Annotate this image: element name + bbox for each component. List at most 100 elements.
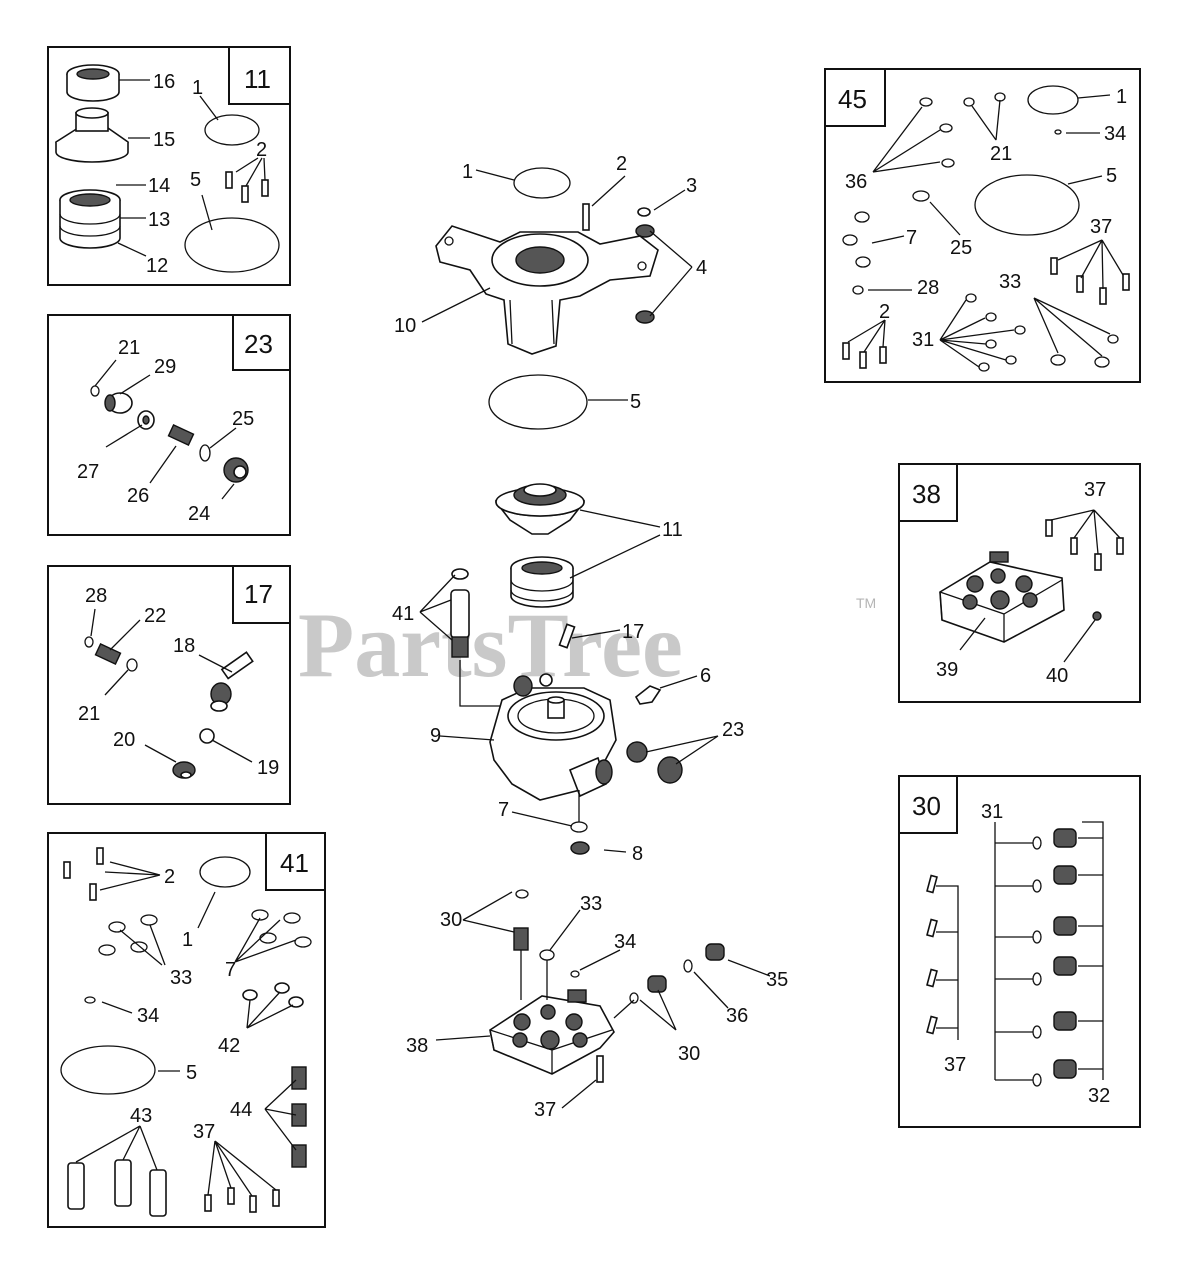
main-label-36: 36 xyxy=(726,1005,748,1027)
kit-45-label-7: 7 xyxy=(906,227,917,249)
kit-17-unloader-stem xyxy=(210,651,254,712)
kit-45-label-34: 34 xyxy=(1104,123,1126,145)
kit-45-screws-2 xyxy=(842,342,887,369)
kit-41-label-34: 34 xyxy=(137,1005,159,1027)
kit-23-label-26: 26 xyxy=(127,485,149,507)
main-label-41: 41 xyxy=(392,603,414,625)
kit-23-panel: 23 21 29 25 27 26 24 xyxy=(47,314,291,536)
kit-11-label-14: 14 xyxy=(148,175,170,197)
kit-41-label-44: 44 xyxy=(230,1099,252,1121)
main-label-8: 8 xyxy=(632,843,643,865)
kit-41-label-42: 42 xyxy=(218,1035,240,1057)
main-seal-retainer xyxy=(495,483,585,535)
kit-30-number: 30 xyxy=(912,791,941,821)
kit-30-label-32: 32 xyxy=(1088,1085,1110,1107)
manifold-flange xyxy=(435,225,659,355)
main-label-10: 10 xyxy=(394,315,416,337)
kit-41-plungers xyxy=(67,1159,167,1217)
kit-11-label-1: 1 xyxy=(192,77,203,99)
main-valve-housing xyxy=(489,989,615,1075)
pump-body xyxy=(459,660,617,801)
main-label-38: 38 xyxy=(406,1035,428,1057)
kit-23-label-21: 21 xyxy=(118,337,140,359)
kit-38-screws xyxy=(1045,519,1124,571)
kit-45-label-33: 33 xyxy=(999,271,1021,293)
main-label-30-top: 30 xyxy=(440,909,462,931)
kit-41-label-7: 7 xyxy=(225,959,236,981)
kit-17-label-21: 21 xyxy=(78,703,100,725)
kit-41-label-33: 33 xyxy=(170,967,192,989)
kit-45-number: 45 xyxy=(838,84,867,114)
main-packing-stack xyxy=(510,556,574,608)
kit-23-label-25: 25 xyxy=(232,408,254,430)
kit-11-screws xyxy=(225,171,269,203)
kit-17-panel: 17 28 22 18 21 20 19 xyxy=(47,565,291,805)
kit-45-orings xyxy=(852,92,1119,372)
kit-41-springs-44 xyxy=(291,1066,307,1168)
kit-41-label-1: 1 xyxy=(182,929,193,951)
main-label-2: 2 xyxy=(616,153,627,175)
kit-38-number: 38 xyxy=(912,479,941,509)
watermark: PartsTree xyxy=(298,594,683,696)
watermark-trademark: TM xyxy=(856,595,876,611)
kit-38-label-39: 39 xyxy=(936,659,958,681)
kit-38-label-37: 37 xyxy=(1084,479,1106,501)
kit-11-guide xyxy=(55,107,129,163)
main-label-9: 9 xyxy=(430,725,441,747)
main-label-17: 17 xyxy=(622,621,644,643)
kit-45-label-21: 21 xyxy=(990,143,1012,165)
kit-38-valve-housing xyxy=(939,551,1065,643)
main-label-3: 3 xyxy=(686,175,697,197)
kit-30-screws xyxy=(926,874,938,1035)
kit-11-label-13: 13 xyxy=(148,209,170,231)
kit-45-label-31: 31 xyxy=(912,329,934,351)
kit-17-spring xyxy=(94,642,122,666)
kit-41-screws-37 xyxy=(204,1187,280,1213)
kit-17-label-19: 19 xyxy=(257,757,279,779)
kit-23-label-27: 27 xyxy=(77,461,99,483)
kit-11-label-16: 16 xyxy=(153,71,175,93)
kit-17-plug xyxy=(172,761,196,779)
kit-17-label-20: 20 xyxy=(113,729,135,751)
kit-17-number: 17 xyxy=(244,579,273,609)
kit-11-number: 11 xyxy=(244,64,271,94)
kit-11-packing-stack xyxy=(59,189,121,249)
kit-41-seals-7 xyxy=(251,909,312,948)
kit-38-panel: 38 37 39 40 xyxy=(898,463,1141,703)
main-label-35: 35 xyxy=(766,969,788,991)
main-label-6: 6 xyxy=(700,665,711,687)
main-label-11: 11 xyxy=(662,519,683,541)
kit-45-seals-7 xyxy=(842,211,1110,368)
kit-11-label-12: 12 xyxy=(146,255,168,277)
kit-23-label-24: 24 xyxy=(188,503,210,525)
kit-11-label-5: 5 xyxy=(190,169,201,191)
kit-23-number: 23 xyxy=(244,329,273,359)
kit-41-screws xyxy=(63,847,104,901)
kit-45-label-25: 25 xyxy=(950,237,972,259)
kit-45-label-36: 36 xyxy=(845,171,867,193)
kit-41-label-2: 2 xyxy=(164,866,175,888)
kit-30-panel: 30 31 37 32 xyxy=(898,775,1141,1128)
kit-23-bushing xyxy=(137,410,155,430)
main-label-34: 34 xyxy=(614,931,636,953)
kit-41-number: 41 xyxy=(280,848,309,878)
kit-17-label-28: 28 xyxy=(85,585,107,607)
main-label-23: 23 xyxy=(722,719,744,741)
kit-30-label-37: 37 xyxy=(944,1054,966,1076)
kit-41-label-37: 37 xyxy=(193,1121,215,1143)
kit-11-seal-retainer xyxy=(66,64,120,102)
kit-30-label-31: 31 xyxy=(981,801,1003,823)
kit-23-spring xyxy=(167,423,195,447)
main-label-1: 1 xyxy=(462,161,473,183)
kit-38-label-40: 40 xyxy=(1046,665,1068,687)
kit-45-label-5: 5 xyxy=(1106,165,1117,187)
kit-17-label-22: 22 xyxy=(144,605,166,627)
kit-41-seals-33 xyxy=(98,914,158,956)
kit-30-valve-springs xyxy=(1032,828,1077,1087)
kit-17-label-18: 18 xyxy=(173,635,195,657)
main-label-7: 7 xyxy=(498,799,509,821)
main-label-30-side: 30 xyxy=(678,1043,700,1065)
kit-11-label-2: 2 xyxy=(256,139,267,161)
main-label-33: 33 xyxy=(580,893,602,915)
